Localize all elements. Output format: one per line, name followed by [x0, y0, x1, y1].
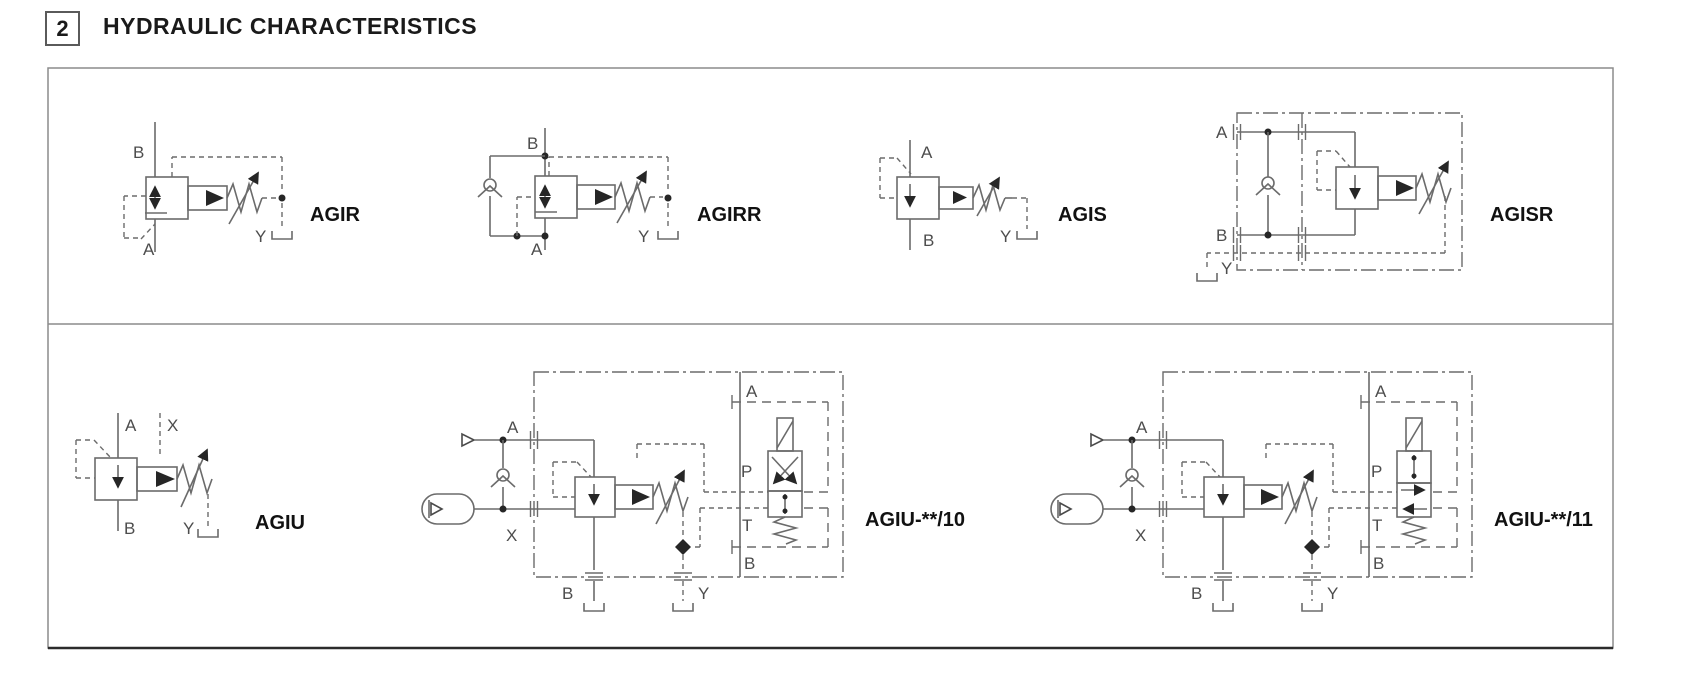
- section-number: 2: [56, 15, 69, 41]
- agiu10-port-x-label: X: [506, 526, 517, 545]
- agiu11-valve-a-label: A: [1375, 382, 1387, 401]
- agiu11-port-a-inlet-label: A: [1136, 418, 1148, 437]
- agiu11-diagram: A X B Y A P T B AGIU-**/11: [1050, 371, 1593, 612]
- agirr-diagram: B A Y AGIRR: [477, 128, 762, 259]
- agiu11-port-y-drain-label: Y: [1327, 584, 1338, 603]
- agiu11-valve-p-label: P: [1371, 462, 1382, 481]
- agiu10-valve-b-label: B: [744, 554, 755, 573]
- agisr-port-a-label: A: [1216, 123, 1228, 142]
- agis-diagram: A B Y AGIS: [879, 140, 1107, 250]
- agiu10-valve-p-label: P: [741, 462, 752, 481]
- characteristics-frame: [47, 67, 1614, 650]
- agir-name-label: AGIR: [310, 204, 361, 226]
- agisr-name-label: AGISR: [1490, 204, 1554, 226]
- agis-name-label: AGIS: [1058, 204, 1107, 226]
- agirr-name-label: AGIRR: [697, 204, 762, 226]
- agir-diagram: B A Y AGIR: [123, 122, 361, 259]
- agis-port-a-label: A: [921, 143, 933, 162]
- agirr-port-a-label: A: [531, 240, 543, 259]
- agiu11-name-label: AGIU-**/11: [1494, 509, 1593, 531]
- agiu11-valve-b-label: B: [1373, 554, 1384, 573]
- agir-port-b-label: B: [133, 143, 144, 162]
- agisr-port-b-label: B: [1216, 226, 1227, 245]
- agiu11-valve-t-label: T: [1372, 516, 1382, 535]
- agiu10-valve-t-label: T: [742, 516, 752, 535]
- section-number-box: 2: [45, 11, 80, 46]
- agiu-port-x-label: X: [167, 416, 178, 435]
- agiu-port-b-label: B: [124, 519, 135, 538]
- agiu10-valve-a-label: A: [746, 382, 758, 401]
- agis-port-b-label: B: [923, 231, 934, 250]
- agirr-port-b-label: B: [527, 134, 538, 153]
- agiu11-port-x-label: X: [1135, 526, 1146, 545]
- agiu10-port-a-inlet-label: A: [507, 418, 519, 437]
- agisr-port-y-label: Y: [1221, 259, 1232, 278]
- agirr-port-y-label: Y: [638, 227, 649, 246]
- agiu-port-a-label: A: [125, 416, 137, 435]
- agiu10-name-label: AGIU-**/10: [865, 509, 965, 531]
- agiu11-port-b-drain-label: B: [1191, 584, 1202, 603]
- agir-port-y-label: Y: [255, 227, 266, 246]
- section-title: HYDRAULIC CHARACTERISTICS: [103, 13, 478, 39]
- agiu10-diagram: A X B Y A P T B AGIU-**/10: [421, 371, 965, 612]
- agiu-name-label: AGIU: [255, 512, 305, 534]
- agir-port-a-label: A: [143, 240, 155, 259]
- agiu-diagram: A X B Y AGIU: [75, 413, 305, 538]
- agis-port-y-label: Y: [1000, 227, 1011, 246]
- agiu10-port-y-drain-label: Y: [698, 584, 709, 603]
- agiu-port-y-label: Y: [183, 519, 194, 538]
- agisr-diagram: A B Y AGISR: [1196, 112, 1554, 282]
- agiu10-port-b-drain-label: B: [562, 584, 573, 603]
